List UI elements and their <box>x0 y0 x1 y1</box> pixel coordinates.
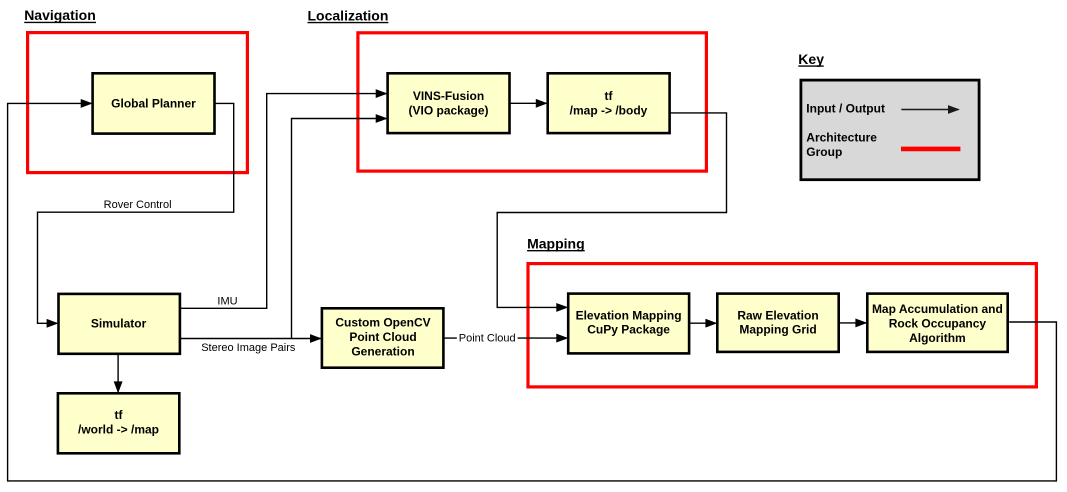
svg-text:Mapping Grid: Mapping Grid <box>739 323 816 337</box>
svg-text:Stereo Image Pairs: Stereo Image Pairs <box>201 342 296 354</box>
svg-text:Custom OpenCV: Custom OpenCV <box>335 316 430 330</box>
svg-text:CuPy Package: CuPy Package <box>587 323 670 337</box>
svg-text:Simulator: Simulator <box>91 317 147 331</box>
svg-text:Group: Group <box>806 145 842 159</box>
svg-text:Key: Key <box>798 51 824 67</box>
svg-text:Generation: Generation <box>351 344 414 358</box>
svg-text:VINS-Fusion: VINS-Fusion <box>413 89 484 103</box>
svg-text:Point Cloud: Point Cloud <box>349 330 416 344</box>
svg-text:Rover Control: Rover Control <box>104 199 172 211</box>
svg-text:IMU: IMU <box>217 296 237 308</box>
svg-text:tf: tf <box>115 408 124 422</box>
svg-text:Point Cloud: Point Cloud <box>459 333 516 345</box>
svg-text:Mapping: Mapping <box>527 236 585 252</box>
svg-text:/map -> /body: /map -> /body <box>570 104 648 118</box>
svg-text:Input / Output: Input / Output <box>806 101 885 115</box>
svg-text:Elevation Mapping: Elevation Mapping <box>576 308 682 322</box>
svg-text:Raw Elevation: Raw Elevation <box>737 308 818 322</box>
svg-text:Map Accumulation and: Map Accumulation and <box>872 302 1003 316</box>
svg-text:tf: tf <box>605 89 614 103</box>
svg-text:Localization: Localization <box>308 7 389 23</box>
svg-text:Global Planner: Global Planner <box>111 97 196 111</box>
svg-text:/world -> /map: /world -> /map <box>78 423 159 437</box>
svg-text:Navigation: Navigation <box>24 7 96 23</box>
svg-text:Algorithm: Algorithm <box>909 331 966 345</box>
svg-text:Rock Occupancy: Rock Occupancy <box>889 317 987 331</box>
svg-text:Architecture: Architecture <box>806 131 877 145</box>
svg-text:(VIO package): (VIO package) <box>408 104 488 118</box>
